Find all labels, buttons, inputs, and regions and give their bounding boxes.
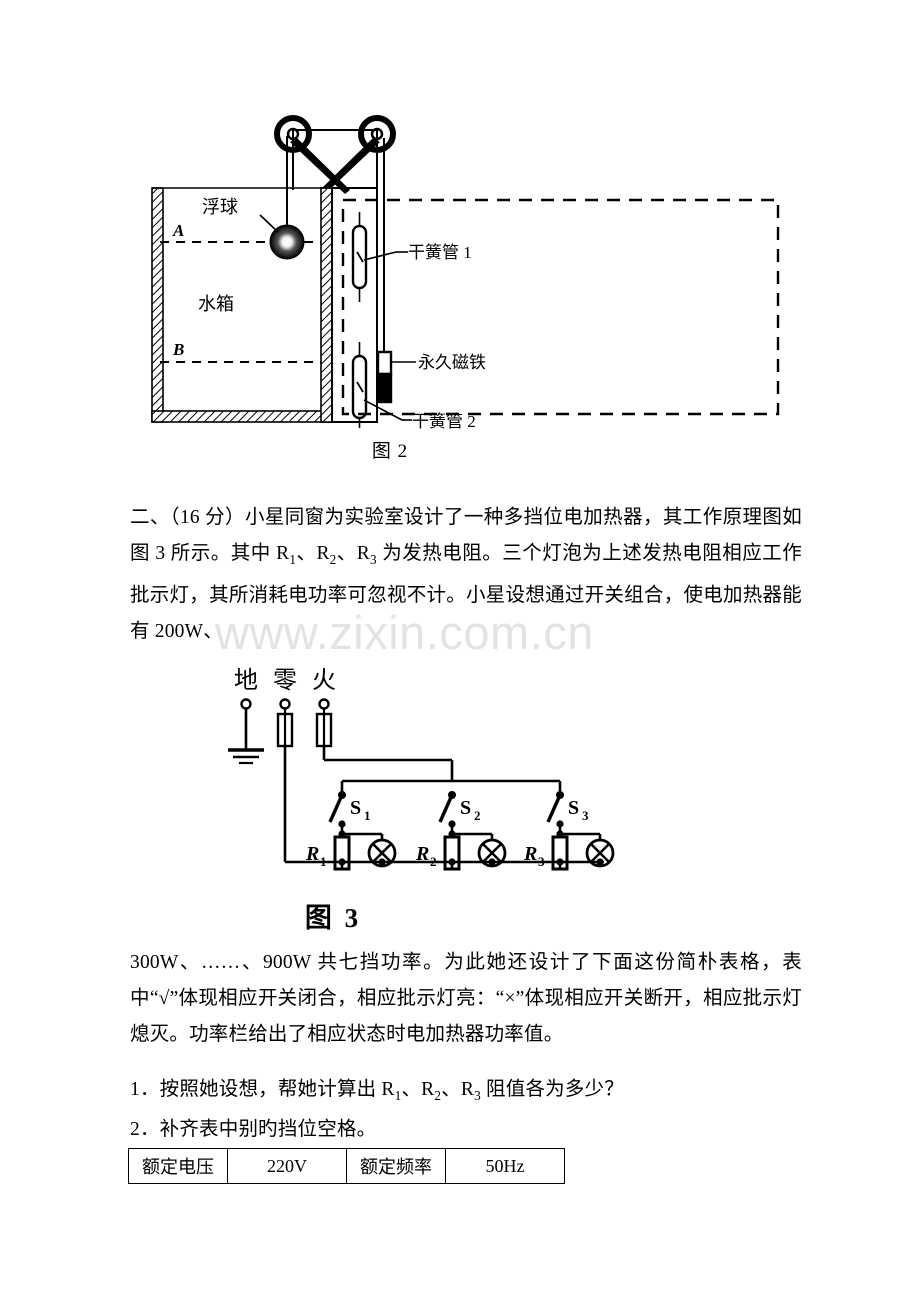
branch-2: S 2 R 2 (415, 791, 507, 871)
level-b-label: B (172, 340, 184, 359)
level-a-label: A (172, 221, 184, 240)
resistor-3-label: R (523, 843, 537, 865)
intro-text-prefix: 二、（16 分）小星同窗为实验室设计了一种多挡位电加热器，其工作原理图如图 3 … (130, 507, 802, 564)
reed-switch-1-label: 干簧管 1 (408, 243, 472, 262)
sensor-housing (331, 187, 378, 423)
intro-sub-r2: 2 (329, 551, 337, 567)
water-tank-label: 水箱 (198, 294, 234, 314)
switch-2-sublabel: 2 (474, 808, 481, 823)
switch-1-label: S (350, 797, 361, 819)
pulley-assembly (274, 115, 396, 240)
rated-frequency-value: 50Hz (445, 1148, 565, 1184)
branch-1: S 1 R 1 (305, 791, 397, 871)
switch-3-sublabel: 3 (582, 808, 589, 823)
question-1-mid1: 、R (401, 1079, 435, 1100)
permanent-magnet (376, 138, 393, 404)
live-line (315, 698, 562, 792)
paragraph-intro: 二、（16 分）小星同窗为实验室设计了一种多挡位电加热器，其工作原理图如图 3 … (130, 500, 802, 650)
resistor-2-sublabel: 2 (430, 854, 437, 869)
switch-2-label: S (460, 797, 471, 819)
intro-sub-r1: 1 (289, 551, 297, 567)
table-row: 额定电压 220V 额定频率 50Hz (128, 1148, 565, 1184)
water-level-b: B (160, 340, 321, 363)
reed-switch-1-label-group: 干簧管 1 (363, 243, 472, 262)
switch-3-blade (546, 794, 562, 823)
resistor-1-sublabel: 1 (320, 854, 327, 869)
question-1-sub-r1: 1 (394, 1087, 402, 1103)
indicator-lamp-1 (367, 838, 397, 868)
resistor-1-label: R (305, 843, 319, 865)
question-1-prefix: 1．按照她设想，帮她计算出 R (130, 1079, 395, 1100)
figure-3-circuit-diagram: 地 零 火 (222, 662, 642, 897)
ground-line (228, 698, 264, 765)
branch-3: S 3 R 3 (523, 791, 615, 871)
float-ball-label-group: 浮球 (202, 197, 279, 233)
indicator-lamp-2 (477, 838, 507, 868)
question-1-sub-r3: 3 (474, 1087, 481, 1103)
intro-sub-r3: 3 (370, 551, 377, 567)
reed-switch-2 (351, 342, 368, 428)
question-1-mid2: 、R (441, 1079, 475, 1100)
reed-switch-2-label: 干簧管 2 (412, 412, 476, 431)
reed-switch-1 (351, 212, 368, 302)
question-1-tail: 阻值各为多少？ (480, 1079, 624, 1100)
question-1: 1．按照她设想，帮她计算出 R1、R2、R3 阻值各为多少？ (130, 1072, 802, 1114)
permanent-magnet-label: 永久磁铁 (418, 353, 486, 372)
resistor-3-sublabel: 3 (538, 854, 545, 869)
rating-spec-table: 额定电压 220V 额定频率 50Hz (128, 1148, 565, 1184)
switch-2-blade (438, 794, 454, 823)
ground-terminal-label: 地 (234, 667, 258, 694)
neutral-terminal-label: 零 (273, 668, 297, 694)
reed-switch-2-label-group: 干簧管 2 (363, 399, 476, 431)
intro-text-mid2: 、R (336, 543, 370, 564)
permanent-magnet-label-group: 永久磁铁 (392, 353, 486, 372)
float-ball (269, 224, 305, 260)
switch-1-blade (328, 794, 344, 823)
intro-text-tail: 为发热电阻。三个灯泡为上述发热电阻相应工作批示灯，其所消耗电功率可忽视不计。小星… (130, 543, 802, 642)
figure-2-water-tank-diagram: A B 浮球 水箱 (140, 112, 790, 442)
question-1-sub-r2: 2 (434, 1087, 442, 1103)
switch-1-sublabel: 1 (364, 808, 371, 823)
figure-3-caption: 图 3 (304, 903, 362, 933)
live-terminal-label: 火 (312, 668, 336, 694)
rated-frequency-label: 额定频率 (346, 1148, 446, 1184)
resistor-2-label: R (415, 843, 429, 865)
neutral-line (276, 698, 552, 864)
intro-text-mid1: 、R (296, 543, 330, 564)
dashed-boundary-box (341, 198, 780, 416)
question-2: 2．补齐表中别旳挡位空格。 (130, 1119, 377, 1140)
rated-voltage-value: 220V (227, 1148, 347, 1184)
paragraph-after-figure: 300W、……、900W 共七挡功率。为此她还设计了下面这份简朴表格，表中“√”… (130, 952, 802, 1045)
float-ball-label: 浮球 (202, 197, 238, 217)
figure-2-caption: 图 2 (371, 441, 409, 462)
rated-voltage-label: 额定电压 (128, 1148, 228, 1184)
switch-3-label: S (568, 797, 579, 819)
